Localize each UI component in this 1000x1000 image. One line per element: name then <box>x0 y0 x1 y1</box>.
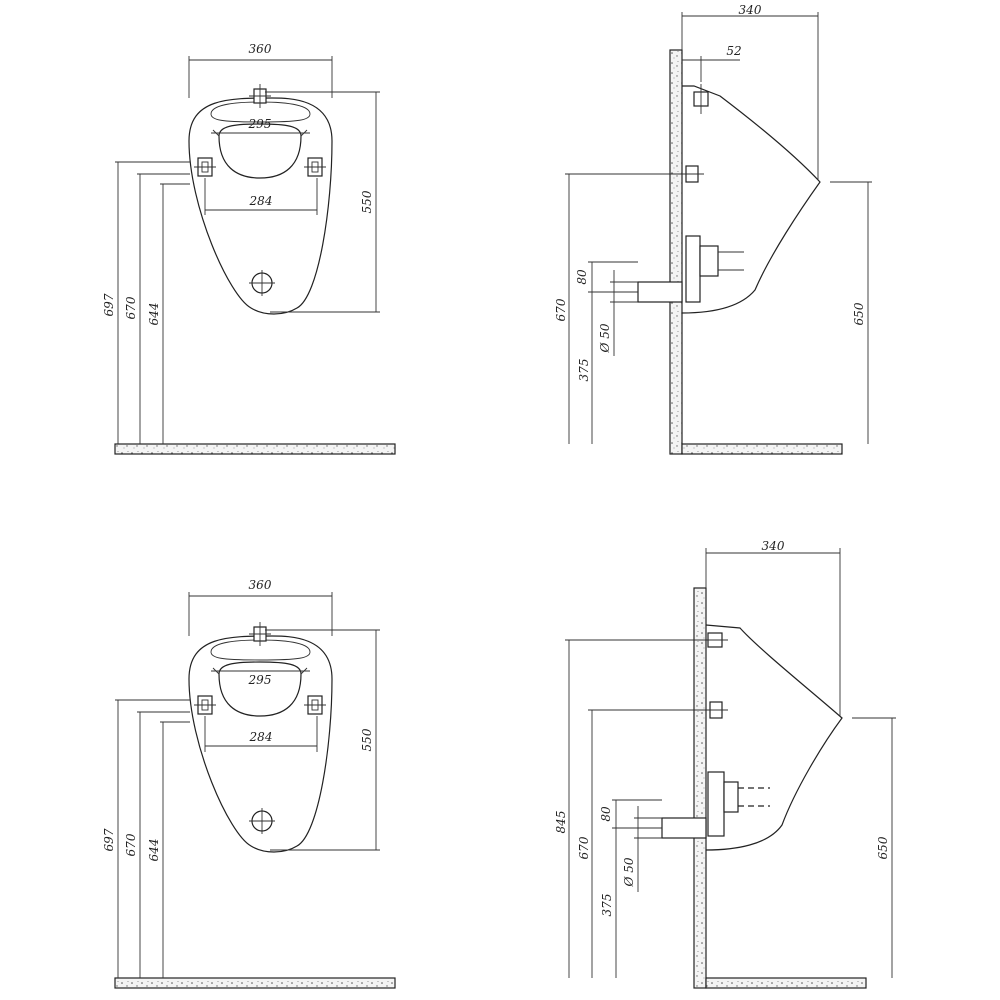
floor-slab <box>114 977 396 989</box>
dim-height-670: 670 <box>554 298 568 321</box>
dim-height-650: 650 <box>876 836 890 859</box>
floor-slab <box>681 443 843 455</box>
dim-offset-52: 52 <box>726 44 741 58</box>
dim-height-644: 644 <box>147 303 161 326</box>
floor-slab <box>705 977 867 989</box>
dim-height-644: 644 <box>147 839 161 862</box>
dim-bracket-284: 284 <box>249 730 273 744</box>
dim-height-697: 697 <box>102 293 116 316</box>
dim-width-360: 360 <box>249 42 272 56</box>
side-view-top: 340 52 670 375 80 Ø 50 650 <box>554 3 872 455</box>
dim-height-550: 550 <box>360 190 374 213</box>
wall-section <box>669 49 683 455</box>
dim-inner-295: 295 <box>248 673 272 687</box>
dim-inner-295: 295 <box>248 117 272 131</box>
wall-section <box>693 587 707 989</box>
dim-bracket-284: 284 <box>249 194 273 208</box>
dim-spacing-80: 80 <box>599 806 613 822</box>
dim-diameter-50: Ø 50 <box>622 857 636 887</box>
dim-height-697: 697 <box>102 828 116 851</box>
side-view-bottom: 340 845 670 375 80 Ø 50 650 <box>554 539 896 989</box>
dim-height-670: 670 <box>124 296 138 319</box>
dim-depth-340: 340 <box>762 539 785 553</box>
floor-slab <box>114 443 396 455</box>
front-view-top: 360 295 284 550 697 670 644 <box>102 42 396 455</box>
dim-width-360: 360 <box>249 578 272 592</box>
dim-height-375: 375 <box>577 359 591 382</box>
dim-height-375: 375 <box>600 894 614 917</box>
dim-height-845: 845 <box>554 811 568 834</box>
dim-spacing-80: 80 <box>575 269 589 285</box>
dim-height-670: 670 <box>577 836 591 859</box>
front-view-bottom: 360 295 284 550 697 670 644 <box>102 578 396 989</box>
dim-height-670: 670 <box>124 833 138 856</box>
dim-height-650: 650 <box>852 302 866 325</box>
dim-diameter-50: Ø 50 <box>598 323 612 353</box>
dim-depth-340: 340 <box>739 3 762 17</box>
dim-height-550: 550 <box>360 728 374 751</box>
